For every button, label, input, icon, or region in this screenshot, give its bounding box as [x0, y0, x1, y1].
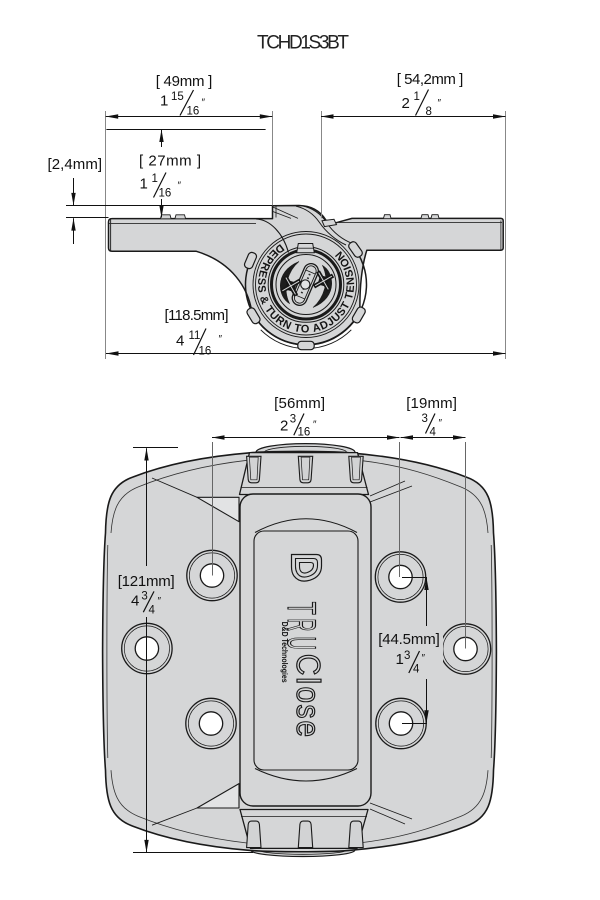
svg-text:16: 16 — [199, 346, 212, 358]
svg-text:1: 1 — [152, 173, 158, 185]
svg-text:[2,4mm]: [2,4mm] — [48, 156, 103, 173]
svg-text:[ 49mm ]: [ 49mm ] — [156, 73, 213, 90]
svg-text:8: 8 — [426, 106, 432, 118]
svg-text:[118.5mm]: [118.5mm] — [165, 307, 229, 324]
svg-text:4: 4 — [430, 426, 437, 438]
svg-text:4: 4 — [131, 593, 139, 610]
svg-text:16: 16 — [159, 188, 172, 200]
svg-text:″: ″ — [202, 98, 206, 109]
svg-text:1: 1 — [140, 176, 148, 193]
svg-text:3: 3 — [422, 413, 428, 425]
svg-text:[44.5mm]: [44.5mm] — [378, 631, 440, 648]
svg-text:1: 1 — [160, 93, 168, 110]
svg-text:″: ″ — [178, 181, 182, 192]
svg-text:o: o — [290, 687, 327, 704]
svg-text:2: 2 — [402, 95, 410, 112]
svg-text:4: 4 — [176, 333, 184, 350]
svg-text:15: 15 — [171, 91, 184, 103]
svg-text:″: ″ — [313, 420, 317, 431]
svg-text:s: s — [290, 705, 327, 719]
svg-text:″: ″ — [219, 334, 223, 345]
svg-text:R: R — [279, 618, 323, 631]
svg-text:11: 11 — [189, 330, 201, 342]
svg-text:[121mm]: [121mm] — [118, 573, 175, 590]
svg-text:[ 27mm ]: [ 27mm ] — [139, 153, 201, 170]
svg-text:T: T — [279, 602, 323, 615]
svg-text:4: 4 — [413, 664, 420, 676]
svg-text:16: 16 — [298, 427, 311, 439]
svg-text:2: 2 — [280, 417, 288, 434]
svg-text:C: C — [290, 654, 327, 676]
svg-text:D&D Technologies: D&D Technologies — [280, 622, 289, 683]
svg-text:[56mm]: [56mm] — [274, 395, 325, 412]
svg-text:1: 1 — [396, 651, 404, 668]
svg-text:″: ″ — [158, 596, 162, 607]
svg-text:U: U — [279, 637, 323, 650]
svg-text:e: e — [290, 721, 327, 738]
svg-text:16: 16 — [187, 106, 200, 118]
svg-text:3: 3 — [141, 590, 147, 602]
svg-text:4: 4 — [149, 605, 156, 617]
svg-text:3: 3 — [290, 414, 296, 426]
svg-text:″: ″ — [439, 418, 443, 429]
svg-text:l: l — [290, 677, 327, 684]
svg-text:[ 54,2mm ]: [ 54,2mm ] — [397, 71, 464, 88]
svg-text:[19mm]: [19mm] — [406, 395, 457, 412]
svg-text:3: 3 — [404, 650, 410, 662]
svg-text:TCHD1S3BT: TCHD1S3BT — [257, 33, 349, 54]
svg-text:″: ″ — [422, 653, 426, 664]
svg-text:″: ″ — [438, 98, 442, 109]
svg-text:1: 1 — [414, 91, 420, 103]
